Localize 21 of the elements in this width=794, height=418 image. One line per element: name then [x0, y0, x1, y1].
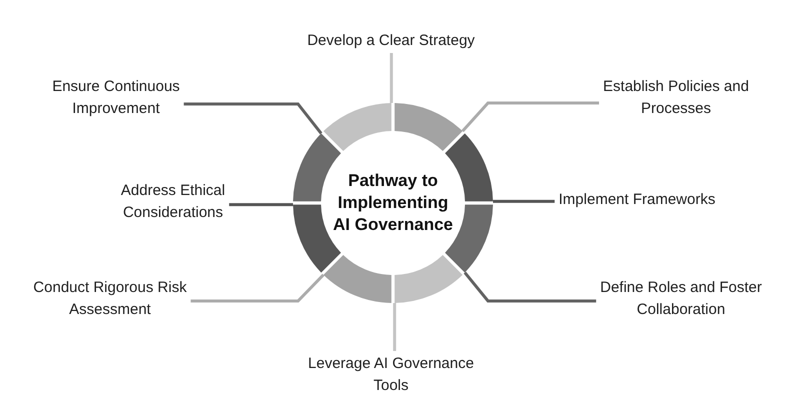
ring-segment — [394, 103, 463, 151]
step-label: Develop a Clear Strategy — [307, 32, 475, 49]
step-label: Establish Policies and Processes — [603, 78, 749, 117]
leader-line — [461, 102, 600, 132]
leader-line — [464, 272, 596, 302]
leader-line — [184, 102, 322, 134]
step-label: Define Roles and Foster Collaboration — [600, 279, 762, 318]
center-heading: Pathway to Implementing AI Governance — [333, 171, 453, 234]
step-label: Conduct Rigorous Risk Assessment — [33, 279, 187, 318]
step-label: Leverage AI Governance Tools — [308, 355, 474, 394]
leader-line — [493, 200, 555, 203]
step-label: Address Ethical Considerations — [120, 182, 226, 221]
step-label: Implement Frameworks — [558, 191, 716, 208]
leader-line — [229, 203, 293, 206]
ring-segment — [394, 255, 463, 303]
leader-line — [393, 303, 396, 351]
leader-line — [390, 53, 393, 103]
leader-line — [190, 274, 324, 302]
step-label: Ensure Continuous Improvement — [52, 78, 180, 117]
ring-segment — [323, 103, 392, 151]
ring-segment — [323, 255, 392, 303]
